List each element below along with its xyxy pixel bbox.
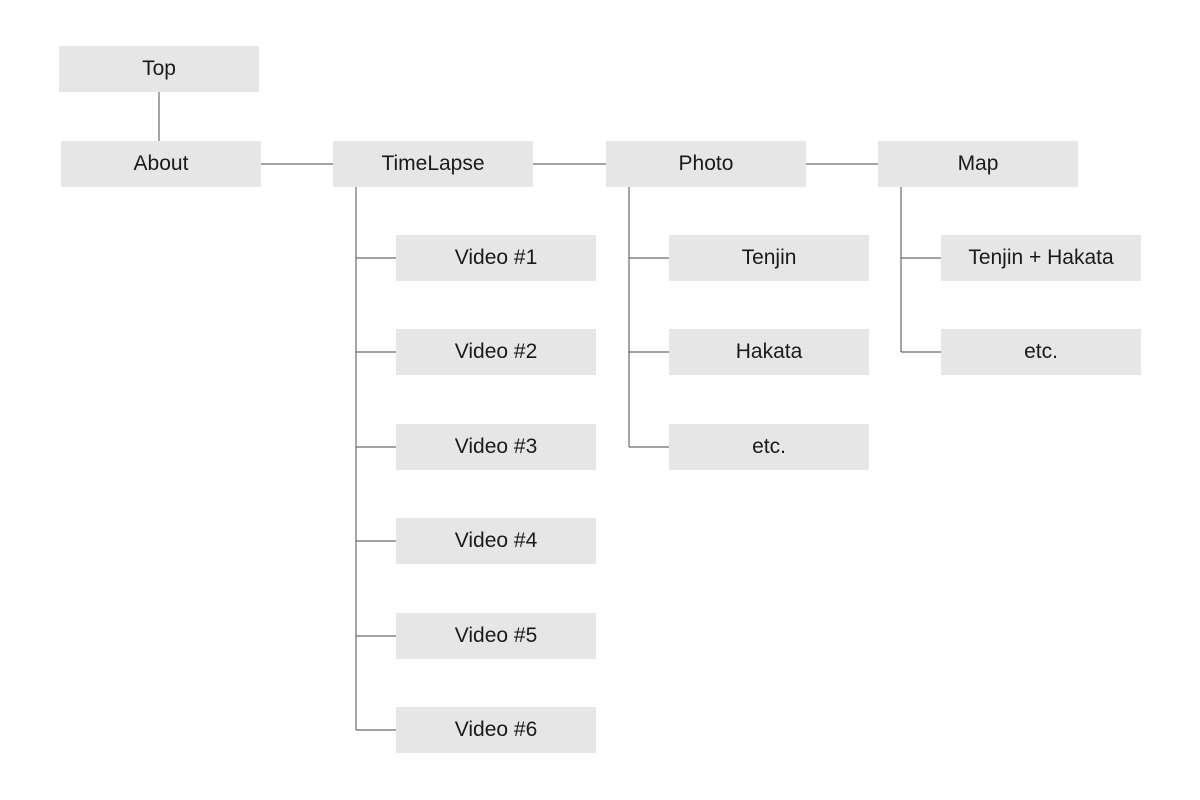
node-video-5: Video #5 [396, 613, 596, 659]
node-timelapse: TimeLapse [333, 141, 533, 187]
node-about: About [61, 141, 261, 187]
node-map-etc: etc. [941, 329, 1141, 375]
node-photo-etc: etc. [669, 424, 869, 470]
node-video-4: Video #4 [396, 518, 596, 564]
node-photo-hakata: Hakata [669, 329, 869, 375]
node-photo: Photo [606, 141, 806, 187]
node-video-2: Video #2 [396, 329, 596, 375]
node-video-6: Video #6 [396, 707, 596, 753]
node-video-1: Video #1 [396, 235, 596, 281]
node-map-tenjin-hakata: Tenjin + Hakata [941, 235, 1141, 281]
node-video-3: Video #3 [396, 424, 596, 470]
node-map: Map [878, 141, 1078, 187]
node-photo-tenjin: Tenjin [669, 235, 869, 281]
node-top: Top [59, 46, 259, 92]
